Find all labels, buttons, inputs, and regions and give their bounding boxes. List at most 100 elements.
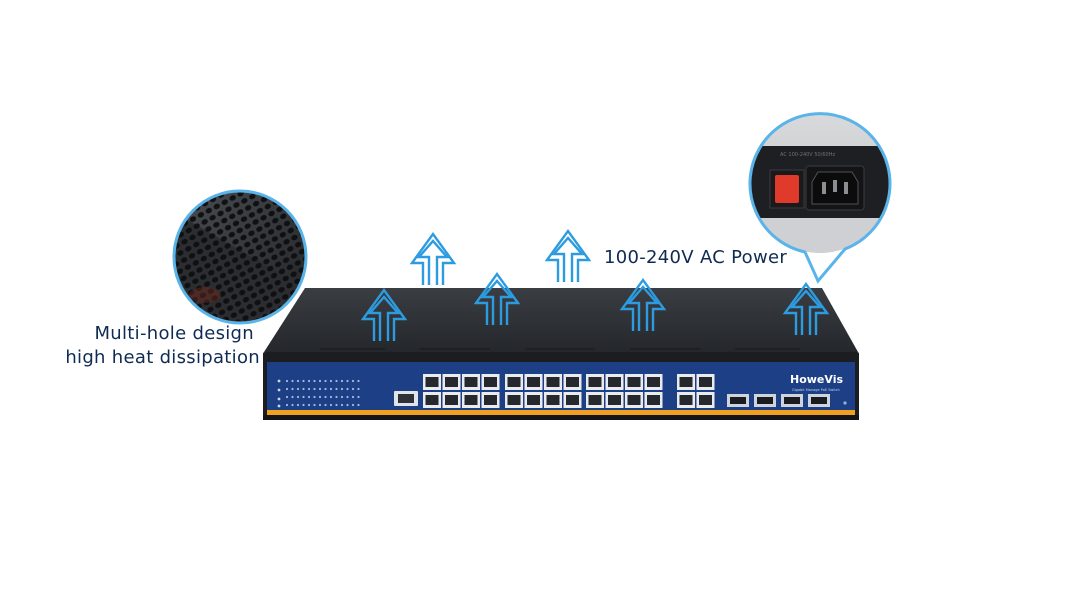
- led-indicator: [329, 395, 333, 399]
- led-indicator: [313, 395, 316, 399]
- led-indicator: [340, 395, 344, 399]
- led-indicator: [307, 403, 311, 407]
- led-indicator: [324, 395, 327, 399]
- rj45-port: [563, 392, 582, 408]
- rj45-port: [544, 392, 562, 408]
- svg-text:Gigabit Manage PoE Switch: Gigabit Manage PoE Switch: [792, 388, 840, 392]
- rj45-port: [605, 392, 624, 408]
- led-indicator: [285, 403, 289, 407]
- rj45-port-group: [423, 374, 663, 408]
- rj45-port: [442, 392, 461, 408]
- led-indicator: [357, 395, 360, 399]
- led-indicator: [291, 379, 294, 383]
- sfp-port: [808, 394, 830, 407]
- rj45-port: [644, 374, 663, 390]
- sfp-port: [781, 394, 803, 407]
- rj45-port: [625, 392, 643, 408]
- rj45-port: [423, 392, 441, 408]
- rj45-port: [462, 392, 480, 408]
- led-indicator: [313, 387, 316, 391]
- led-indicator: [296, 403, 300, 407]
- uplink-port: [677, 392, 695, 408]
- led-indicator: [324, 403, 327, 407]
- led-indicator: [302, 379, 305, 383]
- led-indicator: [302, 387, 305, 391]
- led-indicator: [318, 403, 322, 407]
- heat-caption-line1: Multi-hole design: [94, 323, 254, 344]
- vent-holes-magnifier: [172, 189, 308, 325]
- svg-text:AC 100-240V 50/60Hz: AC 100-240V 50/60Hz: [780, 152, 835, 158]
- led-indicator: [329, 379, 333, 383]
- led-indicator: [285, 379, 289, 383]
- led-indicator: [335, 387, 338, 391]
- brand-logo: HoweVis Gigabit Manage PoE Switch: [790, 373, 843, 392]
- rj45-port: [563, 374, 582, 390]
- status-leds: [277, 379, 281, 408]
- led-indicator: [296, 387, 300, 391]
- sfp-port: [754, 394, 776, 407]
- rj45-port: [644, 392, 663, 408]
- led-indicator: [340, 403, 344, 407]
- uplink-port-group: [677, 374, 715, 408]
- rj45-port: [586, 392, 604, 408]
- power-socket-magnifier: AC 100-240V 50/60Hz: [748, 112, 892, 284]
- sfp-port: [727, 394, 749, 407]
- arrow-up-icon: [545, 229, 591, 284]
- led-indicator: [335, 395, 338, 399]
- led-indicator: [351, 395, 355, 399]
- led-indicator: [335, 379, 338, 383]
- led-indicator: [335, 403, 338, 407]
- led-indicator: [302, 403, 305, 407]
- rj45-port: [605, 374, 624, 390]
- led-indicator: [340, 379, 344, 383]
- uplink-port: [696, 374, 715, 390]
- led-indicator: [313, 379, 316, 383]
- rj45-port: [481, 392, 500, 408]
- switch-top-cover: [264, 288, 858, 352]
- led-indicator: [346, 387, 349, 391]
- led-indicator: [324, 387, 327, 391]
- led-indicator: [346, 395, 349, 399]
- rj45-port: [524, 374, 543, 390]
- led-indicator: [291, 387, 294, 391]
- rj45-port: [505, 374, 523, 390]
- rj45-port: [524, 392, 543, 408]
- led-indicator: [296, 379, 300, 383]
- orange-stripe: [267, 410, 855, 415]
- led-indicator: [351, 387, 355, 391]
- rj45-port: [544, 374, 562, 390]
- rj45-port: [442, 374, 461, 390]
- led-indicator: [357, 403, 360, 407]
- led-indicator: [302, 395, 305, 399]
- rj45-port: [462, 374, 480, 390]
- led-indicator: [346, 403, 349, 407]
- power-caption: 100-240V AC Power: [604, 247, 788, 268]
- led-indicator: [307, 395, 311, 399]
- led-indicator: [313, 403, 316, 407]
- rj45-port: [481, 374, 500, 390]
- led-indicator: [285, 395, 289, 399]
- led-indicator: [324, 379, 327, 383]
- led-indicator: [351, 403, 355, 407]
- led-indicator: [318, 379, 322, 383]
- power-switch-icon: [775, 175, 799, 203]
- heat-caption-line2: high heat dissipation: [65, 347, 260, 368]
- console-port: [394, 391, 418, 406]
- led-indicator: [351, 379, 355, 383]
- led-indicator: [346, 379, 349, 383]
- led-indicator: [318, 395, 322, 399]
- rj45-port: [625, 374, 643, 390]
- rj45-port: [423, 374, 441, 390]
- led-indicator: [307, 379, 311, 383]
- rj45-port: [586, 374, 604, 390]
- rj45-port: [505, 392, 523, 408]
- led-indicator: [307, 387, 311, 391]
- arrow-up-icon: [410, 232, 456, 287]
- svg-text:HoweVis: HoweVis: [790, 373, 843, 386]
- led-indicator: [329, 403, 333, 407]
- led-indicator: [291, 403, 294, 407]
- led-indicator: [291, 395, 294, 399]
- uplink-port: [677, 374, 695, 390]
- sfp-port-group: [727, 394, 830, 407]
